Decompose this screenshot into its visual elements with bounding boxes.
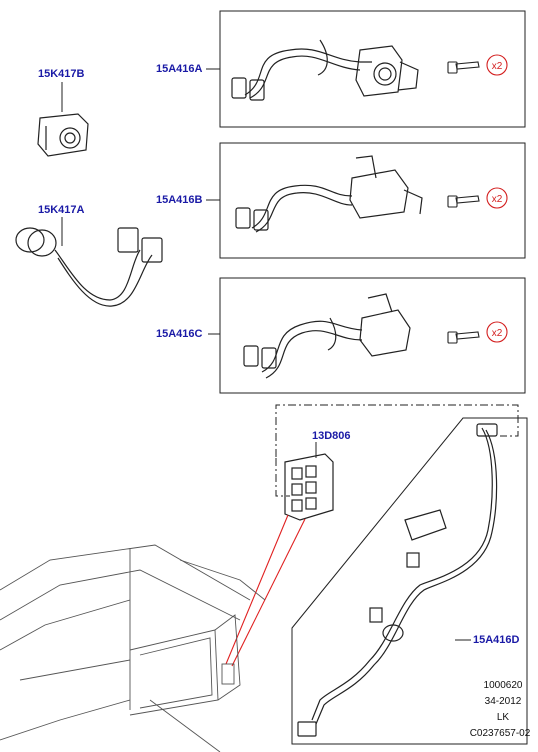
leader-lines <box>225 514 306 667</box>
panel-15A416A: x2 <box>206 10 526 128</box>
bolt-icon <box>447 61 480 74</box>
label-15K417B: 15K417B <box>38 68 85 80</box>
qty-badge-a: x2 <box>486 54 508 76</box>
bolt-icon <box>447 331 480 344</box>
harness-15A416D <box>297 423 498 737</box>
harness-15A416B <box>235 155 423 233</box>
label-13D806: 13D806 <box>312 430 351 442</box>
footer-line3: LK <box>496 712 510 723</box>
footer-line4: C0237657-02 <box>469 728 531 739</box>
harness-15A416C <box>243 293 411 379</box>
panel-15A416D <box>291 417 528 745</box>
qty-c-text: x2 <box>492 328 503 339</box>
vehicle-interior <box>0 544 266 752</box>
panel-15A416B: x2 <box>206 142 526 259</box>
panel-15A416C: x2 <box>208 277 526 394</box>
label-15A416D: 15A416D <box>473 634 520 646</box>
footer-line1: 1000620 <box>483 680 523 691</box>
label-15A416C: 15A416C <box>156 328 203 340</box>
qty-a-text: x2 <box>492 61 503 72</box>
footer-line2: 34-2012 <box>484 696 522 707</box>
qty-b-text: x2 <box>492 194 503 205</box>
bolt-icon <box>447 195 480 208</box>
adapter-15K417A <box>15 217 163 307</box>
switch-13D806 <box>284 442 334 521</box>
dashdot-group <box>275 404 519 497</box>
label-15A416B: 15A416B <box>156 194 203 206</box>
connector-15K417B <box>37 82 89 157</box>
qty-badge-c: x2 <box>486 321 508 343</box>
label-15K417A: 15K417A <box>38 204 85 216</box>
qty-badge-b: x2 <box>486 187 508 209</box>
label-15A416A: 15A416A <box>156 63 203 75</box>
harness-15A416A <box>231 39 419 101</box>
